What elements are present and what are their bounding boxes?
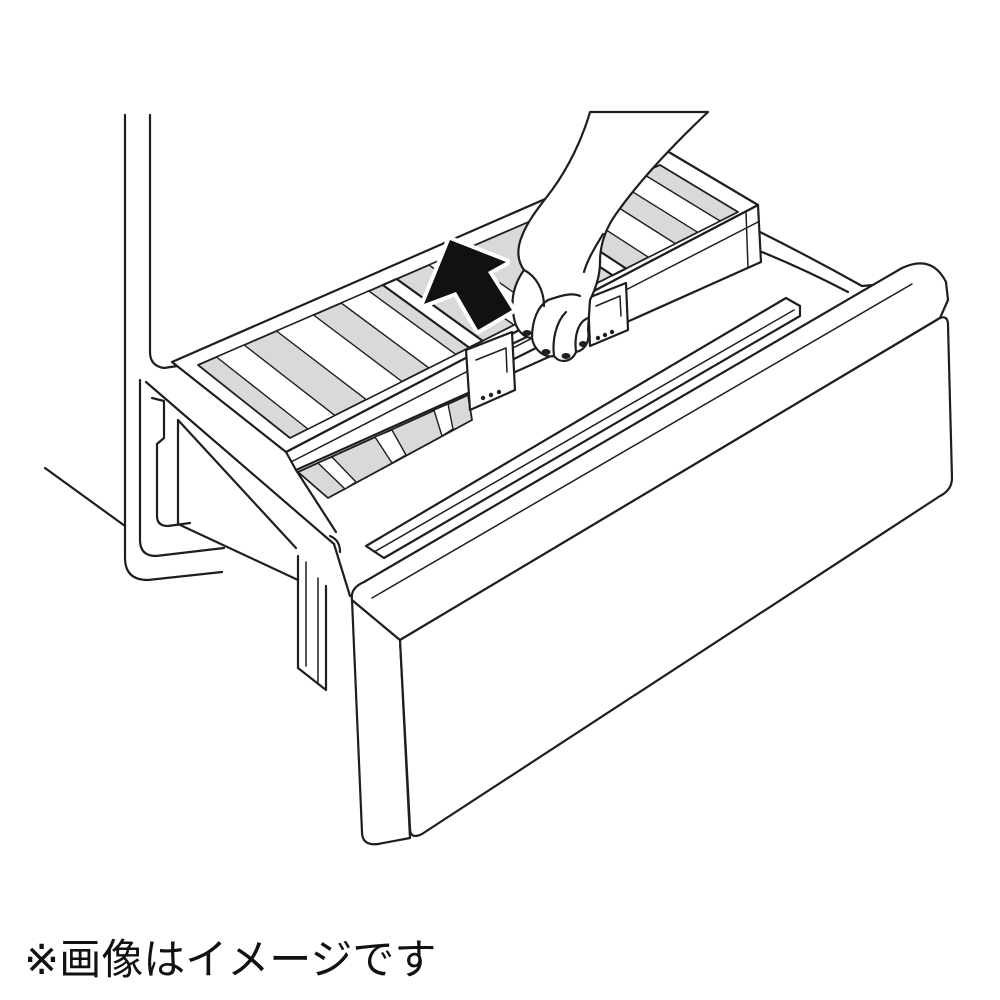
hand-finger-lines	[522, 268, 590, 358]
drawer-side-bracket	[150, 396, 192, 528]
fingernail	[561, 353, 571, 359]
tray-handle-right	[586, 281, 630, 348]
fingernail	[579, 341, 587, 347]
fridge-side-outer-edge	[123, 113, 224, 582]
fingernail	[541, 349, 551, 355]
floor-line	[43, 466, 127, 528]
tray-slat-gap	[275, 314, 403, 401]
tray-front-lip	[290, 221, 759, 463]
lower-tray-slat-gap	[433, 403, 454, 437]
drawer-front	[328, 262, 954, 846]
tray-right-end	[745, 211, 749, 269]
fridge-door-inner-edge	[148, 113, 186, 370]
drawer-front-panel	[398, 316, 954, 838]
refrigerator-body	[43, 113, 226, 582]
drawer-left-wall-top	[176, 418, 298, 550]
tray-handle-left	[464, 330, 517, 412]
tray-divider-left	[381, 277, 484, 349]
push-direction-arrow-icon	[420, 236, 516, 334]
tray-handle-right-dot	[595, 335, 601, 341]
tray-handle-left-dot	[488, 392, 494, 398]
drawer-right-wall-inner	[760, 250, 850, 294]
image-disclaimer-caption: ※画像はイメージです	[24, 935, 437, 984]
drawer-right-wall-rim	[758, 230, 886, 288]
tray-handle-left-notch	[475, 347, 508, 373]
drawer-front-clip	[328, 534, 352, 598]
drawer-rail-inner	[305, 561, 319, 683]
tray-handle-right-dot	[602, 332, 608, 338]
drawer-front-rim-edge	[371, 283, 913, 599]
drawer-left-wall	[176, 418, 300, 582]
tray-slat-gap	[340, 290, 457, 369]
lower-tray-slat-gap	[317, 456, 357, 490]
drawer-divider-plate-edge	[373, 309, 795, 553]
hand-outline	[511, 110, 710, 362]
drawer-divider-plate	[364, 296, 802, 560]
tray-slat-gap	[215, 344, 336, 430]
drawer-left-rim-outer	[144, 380, 336, 546]
tray-handle-left-dot	[480, 395, 486, 401]
fingernail	[522, 330, 532, 336]
drawer-bin	[144, 230, 886, 692]
drawer-rail	[296, 554, 328, 692]
hand-thumb-line	[582, 232, 605, 274]
hand	[511, 110, 710, 362]
drawer-front-top-rim	[350, 262, 950, 642]
drawer-front-left-side	[350, 598, 412, 846]
tray-handle-right-notch	[595, 295, 622, 317]
refrigerator-drawer-illustration	[43, 110, 954, 846]
lower-tray	[297, 394, 473, 499]
lower-tray-slat-gap	[374, 429, 407, 464]
drawer-inner-corner	[294, 468, 338, 534]
tray-handle-left-dot	[496, 389, 502, 395]
cabinet-opening-frame	[138, 378, 226, 558]
tray-handle-right-dot	[609, 329, 615, 335]
